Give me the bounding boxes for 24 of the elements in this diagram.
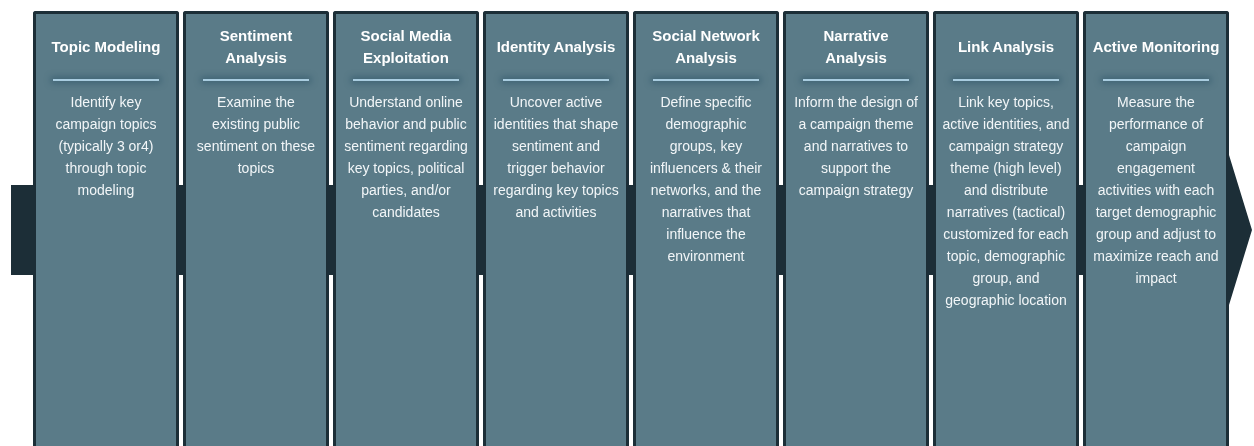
column-description: Link key topics, active identities, and campaign strategy theme (high level) and distribute narratives (tactical) customized for each topic, demographic group, and geographic location	[942, 93, 1070, 310]
column-description: Define specific demographic groups, key influencers & their networks, and the narratives that influence the environment	[648, 93, 764, 266]
column-heading: Topic Modeling	[51, 37, 161, 57]
process-column	[933, 11, 1079, 446]
column-description: Identify key campaign topics (typically 3 or4) through topic modeling	[54, 93, 158, 200]
column-description: Examine the existing public sentiment on these topics	[195, 93, 317, 178]
process-column	[483, 11, 629, 446]
column-description: Understand online behavior and public sentiment regarding key topics, political parties, and/or candidates	[343, 93, 469, 222]
column-description: Inform the design of a campaign theme and narratives to support the campaign strategy	[793, 93, 919, 200]
column-description: Measure the performance of campaign engagement activities with each target demographic group and adjust to maximize reach and impact	[1092, 93, 1220, 288]
process-column	[783, 11, 929, 446]
process-column	[1083, 11, 1229, 446]
process-column	[183, 11, 329, 446]
column-heading: Link Analysis	[957, 37, 1055, 57]
column-heading: Social Network Analysis	[651, 26, 761, 68]
column-heading: Sentiment Analysis	[218, 26, 294, 68]
process-column	[333, 11, 479, 446]
column-description: Uncover active identities that shape sentiment and trigger behavior regarding key topics and activities	[492, 93, 620, 222]
process-column	[633, 11, 779, 446]
column-heading: Active Monitoring	[1092, 37, 1220, 57]
column-heading: Identity Analysis	[496, 37, 616, 57]
process-column	[33, 11, 179, 446]
column-heading: Social Media Exploitation	[359, 26, 453, 68]
column-heading: Narrative Analysis	[822, 26, 890, 68]
